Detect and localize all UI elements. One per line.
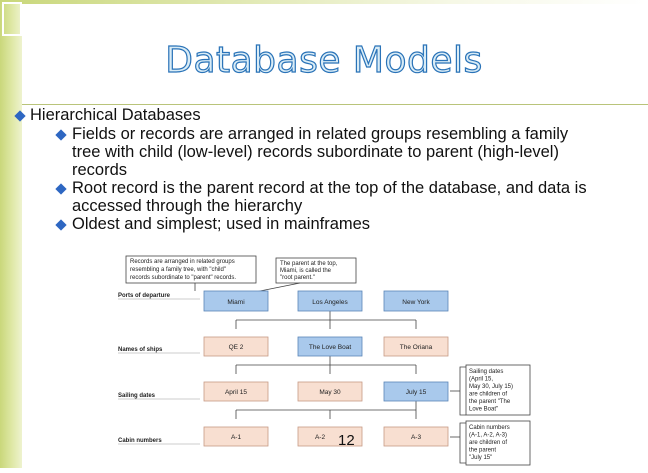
node-ship: QE 2 [203, 336, 269, 357]
row-label: Names of ships [118, 347, 163, 353]
callout-line: Miami, is called the [280, 268, 332, 274]
bullet-level2: Root record is the parent record at the … [10, 179, 640, 215]
tree-connectors [235, 311, 417, 419]
node-label: April 15 [225, 389, 247, 396]
node-ship: The Oriana [383, 336, 449, 357]
row-label: Ports of departure [118, 293, 171, 299]
callout-line: the parent "The [469, 399, 511, 405]
callout-sailing-dates: Sailing dates (April 15, May 30, July 15… [450, 364, 531, 416]
callout-line: May 30, July 15) [469, 384, 513, 390]
bullet-level2: Fields or records are arranged in relate… [10, 125, 640, 179]
node-port: New York [383, 290, 449, 312]
node-cabin: A-3 [383, 426, 449, 447]
node-port: Los Angeles [297, 290, 363, 312]
node-cabin: A-1 [203, 426, 269, 447]
slide-title: Database Models [165, 39, 483, 81]
bullet-text: Hierarchical Databases [30, 106, 201, 124]
node-ship: The Love Boat [297, 336, 363, 357]
node-label: QE 2 [229, 344, 244, 351]
bullet-line: Fields or records are arranged in relate… [72, 125, 569, 143]
callout-line: Cabin numbers [469, 425, 510, 431]
node-cabin: A-2 [297, 426, 363, 447]
callout-root-parent: The parent at the top, Miami, is called … [254, 257, 357, 293]
node-label: A-1 [231, 434, 242, 441]
node-label: Los Angeles [312, 299, 348, 306]
callout-cabin-numbers: Cabin numbers (A-1, A-2, A-3) are childr… [450, 420, 531, 466]
title-divider [22, 104, 648, 105]
row-label: Sailing dates [118, 393, 156, 399]
bullet-line: records [72, 161, 128, 179]
node-port: Miami [203, 290, 269, 312]
diamond-bullet-icon [55, 219, 67, 231]
callout-line: Love Boat" [469, 407, 498, 413]
node-date: May 30 [297, 381, 363, 402]
node-label: July 15 [406, 389, 427, 396]
bullet-level1: Hierarchical Databases [10, 106, 640, 125]
node-label: A-3 [411, 434, 422, 441]
hierarchy-diagram: Records are arranged in related groups r… [110, 255, 640, 468]
bullet-line: accessed through the hierarchy [72, 197, 303, 215]
callout-line: Records are arranged in related groups [130, 259, 235, 265]
node-label: New York [402, 299, 430, 306]
diamond-bullet-icon [14, 110, 26, 122]
callout-line: The parent at the top, [280, 261, 338, 267]
callout-line: "root parent." [280, 275, 315, 281]
callout-line: Sailing dates [469, 369, 503, 375]
page-number: 12 [338, 432, 355, 449]
diamond-bullet-icon [55, 183, 67, 195]
callout-line: the parent [469, 448, 496, 454]
callout-line: "July 15" [469, 455, 492, 461]
node-label: A-2 [315, 434, 326, 441]
bullet-list: Hierarchical Databases Fields or records… [10, 106, 640, 233]
node-date: April 15 [203, 381, 269, 402]
callout-line: (A-1, A-2, A-3) [469, 433, 507, 439]
node-label: The Love Boat [309, 344, 351, 351]
callout-line: resembling a family tree, with "child" [130, 267, 226, 273]
node-label: The Oriana [400, 344, 433, 351]
hierarchy-diagram-svg: Records are arranged in related groups r… [118, 255, 531, 466]
bullet-line: Oldest and simplest; used in mainframes [72, 215, 371, 233]
node-date: July 15 [383, 381, 449, 402]
corner-frame [2, 2, 22, 36]
bullet-line: tree with child (low-level) records subo… [72, 143, 559, 161]
callout-line: are children of [469, 392, 507, 398]
callout-line: records subordinate to "parent" records. [130, 275, 236, 281]
node-label: Miami [227, 299, 244, 306]
diamond-bullet-icon [55, 129, 67, 141]
bullet-line: Root record is the parent record at the … [72, 179, 587, 197]
slide-top-band [0, 0, 648, 4]
node-label: May 30 [319, 389, 341, 396]
bullet-level2: Oldest and simplest; used in mainframes [10, 215, 640, 233]
callout-line: are children of [469, 440, 507, 446]
row-label: Cabin numbers [118, 438, 162, 444]
callout-records: Records are arranged in related groups r… [125, 255, 257, 291]
callout-line: (April 15, [469, 377, 493, 383]
